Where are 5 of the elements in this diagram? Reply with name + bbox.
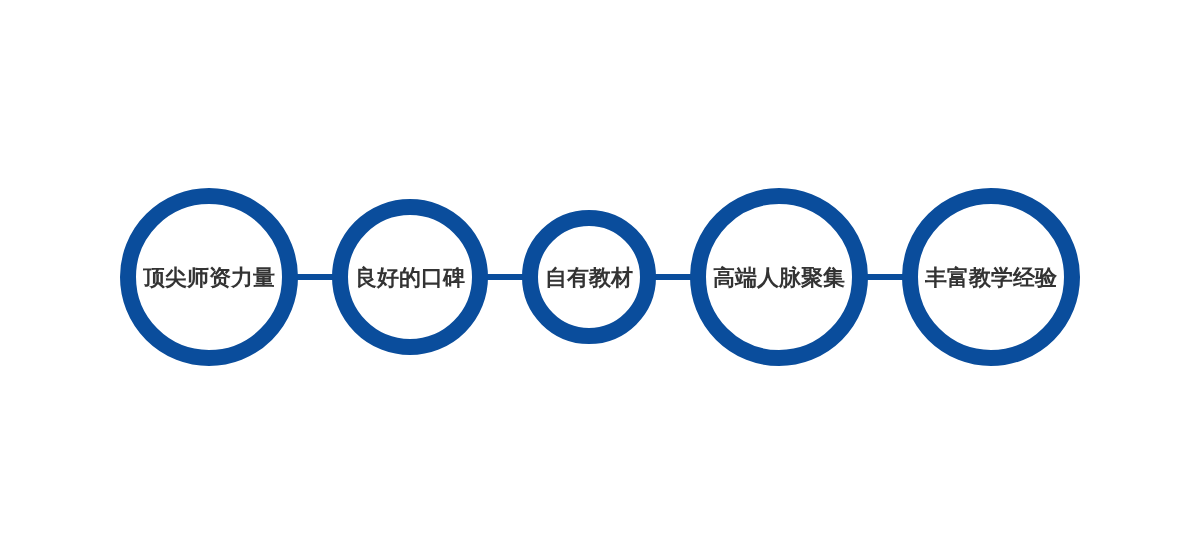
node-circle: 丰富教学经验 <box>901 188 1080 366</box>
node-circle: 顶尖师资力量 <box>119 188 298 366</box>
node-circle: 自有教材 <box>521 210 656 344</box>
node-circle: 高端人脉聚集 <box>689 188 868 366</box>
node-circle: 良好的口碑 <box>331 199 488 355</box>
